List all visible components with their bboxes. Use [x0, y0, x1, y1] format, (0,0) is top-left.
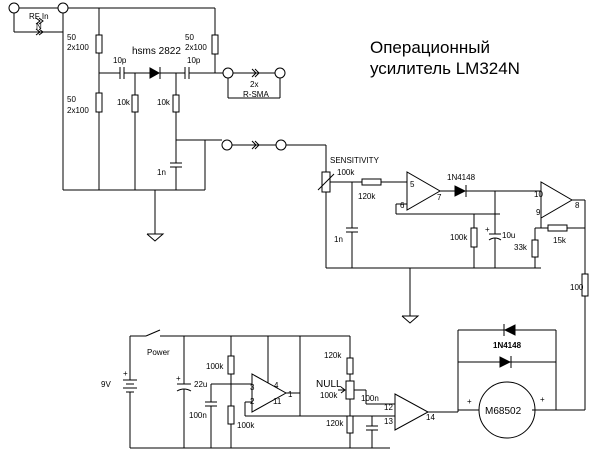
- op-amp-1: [406, 171, 442, 211]
- label-c10u-plus: +: [485, 225, 490, 234]
- label-op1-pin6: 6: [400, 201, 405, 210]
- label-battery-plus: +: [123, 369, 128, 378]
- label-c100n-right: 100n: [361, 394, 379, 403]
- label-r50-top-b: 2x100: [67, 43, 89, 52]
- diode-hsms-2822: [149, 67, 161, 79]
- rf-input-connectors: RF In N: [8, 2, 215, 36]
- label-c1n-mid: 1n: [334, 235, 343, 244]
- coax-connector-a: [221, 139, 233, 151]
- resistor-120k-null-bot: [346, 415, 354, 434]
- label-meter: M68502: [485, 406, 522, 417]
- label-meter-plus: +: [467, 397, 472, 406]
- label-sma-2x: 2x: [250, 80, 258, 89]
- label-c22u-plus: +: [176, 374, 181, 383]
- label-r120k-in: 120k: [358, 192, 376, 201]
- label-r100-right: 100: [570, 283, 584, 292]
- resistor-50-bottom: [95, 92, 103, 113]
- resistor-50-top: [95, 34, 103, 54]
- label-r10k-a: 10k: [117, 98, 131, 107]
- op-amp-4: [394, 393, 430, 431]
- label-r50-bot-a: 50: [67, 95, 76, 104]
- label-op3-pin1: 1: [288, 390, 293, 399]
- resistor-100k-div-top: [227, 355, 235, 375]
- label-c1n-top: 1n: [157, 168, 166, 177]
- label-op3-pin2: 2: [250, 397, 255, 406]
- resistor-10k-b: [172, 94, 180, 113]
- resistor-50-right: [211, 34, 219, 55]
- resistor-120k-null-top: [346, 357, 354, 375]
- label-op3-pin4: 4: [274, 381, 279, 390]
- rf-in-connector-right: [57, 2, 69, 14]
- ground-symbol-mid: [401, 315, 420, 324]
- label-r120k-null-bot: 120k: [326, 419, 344, 428]
- resistor-100k-mid: [470, 227, 478, 248]
- label-c100n-left: 100n: [189, 411, 207, 420]
- rf-in-label: RF In: [29, 12, 49, 21]
- power-switch: [145, 329, 161, 337]
- label-battery-9v: 9V: [101, 380, 111, 389]
- label-op3-pin3: 3: [250, 383, 255, 392]
- label-op2-pin8: 8: [575, 201, 580, 210]
- label-op4-pin14: 14: [426, 413, 435, 422]
- op-amp-3: [251, 373, 288, 413]
- label-c10u: 10u: [502, 231, 515, 240]
- label-op4-pin12: 12: [384, 403, 393, 412]
- label-op2-pin9: 9: [536, 208, 541, 217]
- label-r50-bot-b: 2x100: [67, 106, 89, 115]
- label-op2-pin10: 10: [534, 190, 543, 199]
- label-op3-pin11: 11: [273, 397, 282, 406]
- label-r50-right-a: 50: [185, 33, 194, 42]
- label-sma-r-sma: R-SMA: [243, 90, 269, 99]
- label-diode-hsms: hsms 2822: [132, 46, 181, 57]
- op-amp-2: [540, 181, 573, 219]
- resistor-10k-a: [131, 94, 139, 113]
- diode-1n4148-antiparallel-bottom: [499, 356, 512, 368]
- resistor-120k-in: [361, 178, 382, 186]
- title-line-2: усилитель LM324N: [370, 59, 520, 78]
- resistor-15k: [547, 224, 568, 232]
- label-op1-pin7: 7: [437, 193, 442, 202]
- label-r50-right-b: 2x100: [185, 43, 207, 52]
- label-1n4148-top: 1N4148: [447, 173, 476, 182]
- label-op4-pin13: 13: [384, 417, 393, 426]
- label-c10p-right: 10p: [187, 56, 201, 65]
- label-r120k-null-top: 120k: [324, 351, 342, 360]
- sma-connectors: 2x R-SMA: [222, 67, 286, 99]
- label-r100k-div-top: 100k: [206, 362, 224, 371]
- label-pot-100k: 100k: [337, 168, 355, 177]
- label-r10k-b: 10k: [157, 98, 171, 107]
- label-c22u: 22u: [194, 380, 207, 389]
- label-null: NULL: [316, 379, 342, 390]
- label-sensitivity: SENSITIVITY: [330, 156, 380, 165]
- rf-in-n-label: N: [36, 22, 42, 31]
- resistor-33k: [531, 239, 539, 258]
- label-r50-top-a: 50: [67, 33, 76, 42]
- title-line-1: Операционный: [370, 38, 490, 57]
- coax-connector-b: [275, 139, 287, 151]
- diode-1n4148-top: [454, 185, 467, 197]
- resistor-100k-div-bot: [227, 405, 235, 425]
- label-pot-null: 100k: [320, 391, 338, 400]
- rf-in-connector-left: [8, 2, 20, 14]
- label-r100k-mid: 100k: [450, 233, 468, 242]
- label-c10p-left: 10p: [113, 56, 127, 65]
- label-meter-plus-right: +: [540, 395, 545, 404]
- ground-symbol-top: [146, 233, 165, 242]
- label-1n4148-bottom: 1N4148: [493, 341, 522, 350]
- battery-9v: [123, 372, 137, 448]
- diode-1n4148-antiparallel-top: [503, 324, 516, 336]
- null-pot: [345, 380, 355, 400]
- label-power: Power: [147, 348, 170, 357]
- label-r15k: 15k: [553, 236, 567, 245]
- label-r33k: 33k: [514, 243, 528, 252]
- label-op1-pin5: 5: [410, 180, 415, 189]
- label-r100k-div-bot: 100k: [237, 421, 255, 430]
